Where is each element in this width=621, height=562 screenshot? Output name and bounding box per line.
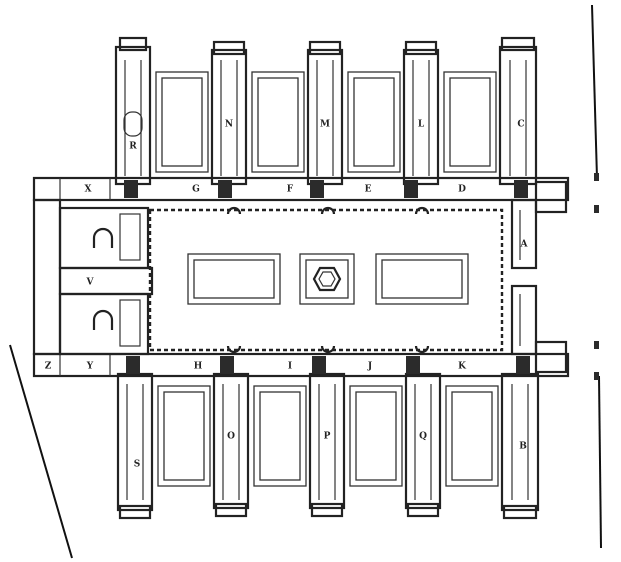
wing-m	[306, 48, 344, 186]
label-n: N	[225, 120, 233, 130]
label-g: G	[192, 185, 200, 195]
top-wings	[114, 36, 538, 186]
label-c: C	[517, 120, 524, 130]
wing-cap	[406, 502, 440, 518]
wing-cap	[404, 40, 438, 56]
label-i: I	[288, 362, 292, 372]
site-boundary-line-top-right	[591, 4, 598, 179]
label-o: O	[227, 432, 235, 442]
basin	[123, 111, 143, 137]
fountain-icon	[312, 266, 342, 292]
wing-l	[402, 48, 440, 186]
label-z: Z	[45, 362, 52, 372]
wing-cap	[118, 504, 152, 520]
label-r: R	[129, 142, 137, 152]
wing-c	[498, 45, 538, 186]
label-k: K	[458, 362, 467, 372]
wing-cap	[310, 502, 344, 518]
gate-post	[594, 372, 599, 380]
left-block	[32, 198, 154, 356]
label-q: Q	[419, 432, 427, 442]
wing-cap	[502, 504, 538, 520]
label-s: S	[134, 460, 141, 470]
gate-post	[594, 341, 599, 349]
room-labels: R N M L C G F E D X A V Z Y H I J K S O …	[45, 120, 529, 470]
label-a: A	[520, 240, 529, 250]
wing-q	[404, 372, 442, 510]
bottom-corridor	[32, 352, 570, 378]
label-m: M	[320, 120, 330, 130]
label-j: J	[367, 362, 372, 372]
gate-post	[594, 205, 599, 213]
right-block	[510, 180, 568, 374]
label-x: X	[85, 185, 92, 195]
wing-cap	[214, 502, 248, 518]
wing-cap	[118, 36, 148, 52]
label-e: E	[365, 185, 372, 195]
top-corridor	[32, 176, 570, 202]
label-h: H	[194, 362, 203, 372]
wing-p	[308, 372, 346, 510]
wing-n	[210, 48, 248, 186]
wing-cap	[500, 36, 536, 52]
bottom-wings	[116, 372, 540, 520]
wing-s	[116, 372, 154, 512]
site-boundary-line-bottom-right	[598, 375, 602, 549]
site-boundary-line-left	[9, 344, 73, 559]
label-y: Y	[86, 362, 94, 372]
wing-cap	[308, 40, 342, 56]
wing-cap	[212, 40, 246, 56]
label-d: D	[458, 185, 466, 195]
label-p: P	[324, 432, 331, 442]
label-v: V	[86, 278, 95, 288]
label-b: B	[519, 442, 527, 452]
wing-r	[114, 45, 152, 186]
top-courts	[155, 71, 497, 173]
gate-post	[594, 173, 599, 181]
label-l: L	[418, 120, 425, 130]
central-courtyard	[148, 206, 504, 354]
label-f: F	[287, 185, 294, 195]
bottom-courts	[157, 385, 499, 487]
